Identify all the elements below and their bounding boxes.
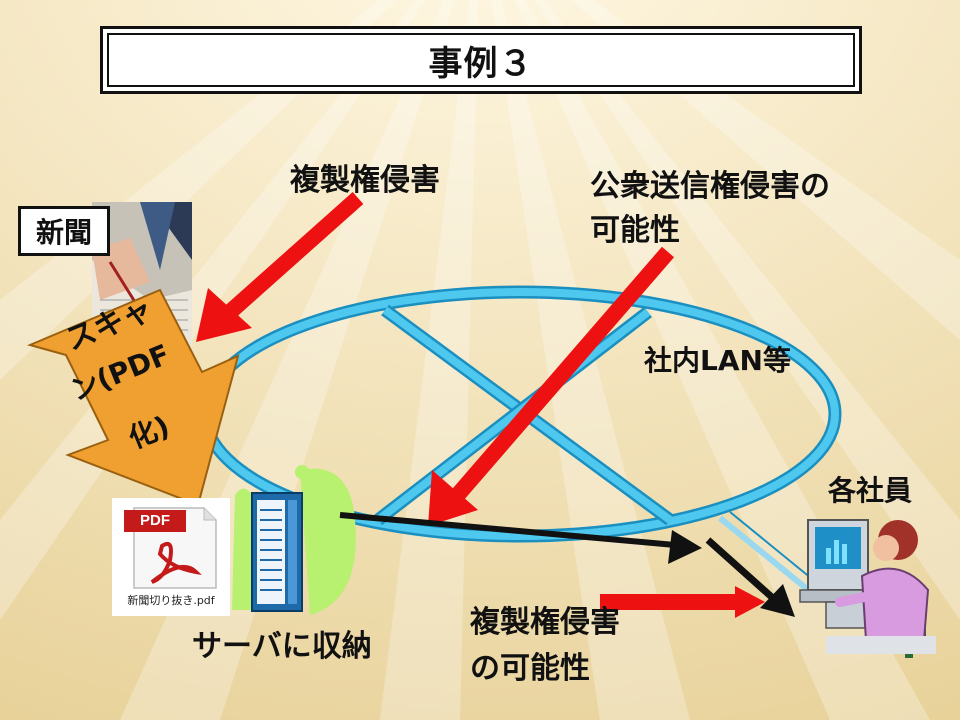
pdf-file-icon: PDF 新聞切り抜き.pdf [112,498,230,616]
pdf-badge: PDF [140,512,170,529]
server-storage-label: サーバに収納 [192,629,372,664]
page-title: 事例３ [428,43,534,84]
lan-label: 社内LAN等 [644,344,791,377]
public-transmission-label-line2: 可能性 [590,213,680,248]
copyright-infringement-label: 複製権侵害 [290,163,440,198]
newspaper-label-box: 新聞 [18,206,110,256]
server-icon [232,465,356,615]
red-arrow-copy-to-employee [600,586,765,618]
black-arrow-transmission [339,512,795,617]
pdf-filename: 新聞切り抜き.pdf [127,594,215,607]
newspaper-label: 新聞 [35,216,92,249]
employee-computer-icon [799,519,936,658]
copyright-possibility-label-line1: 複製権侵害 [470,605,620,640]
title-box: 事例３ [100,26,862,94]
employees-label: 各社員 [828,474,913,507]
pdf-document-graphic [124,507,217,589]
copyright-possibility-label-line2: の可能性 [470,651,590,686]
red-arrow-copyright [196,192,364,342]
public-transmission-label-line1: 公衆送信権侵害の [590,169,830,204]
red-arrow-public-transmission [428,246,675,526]
